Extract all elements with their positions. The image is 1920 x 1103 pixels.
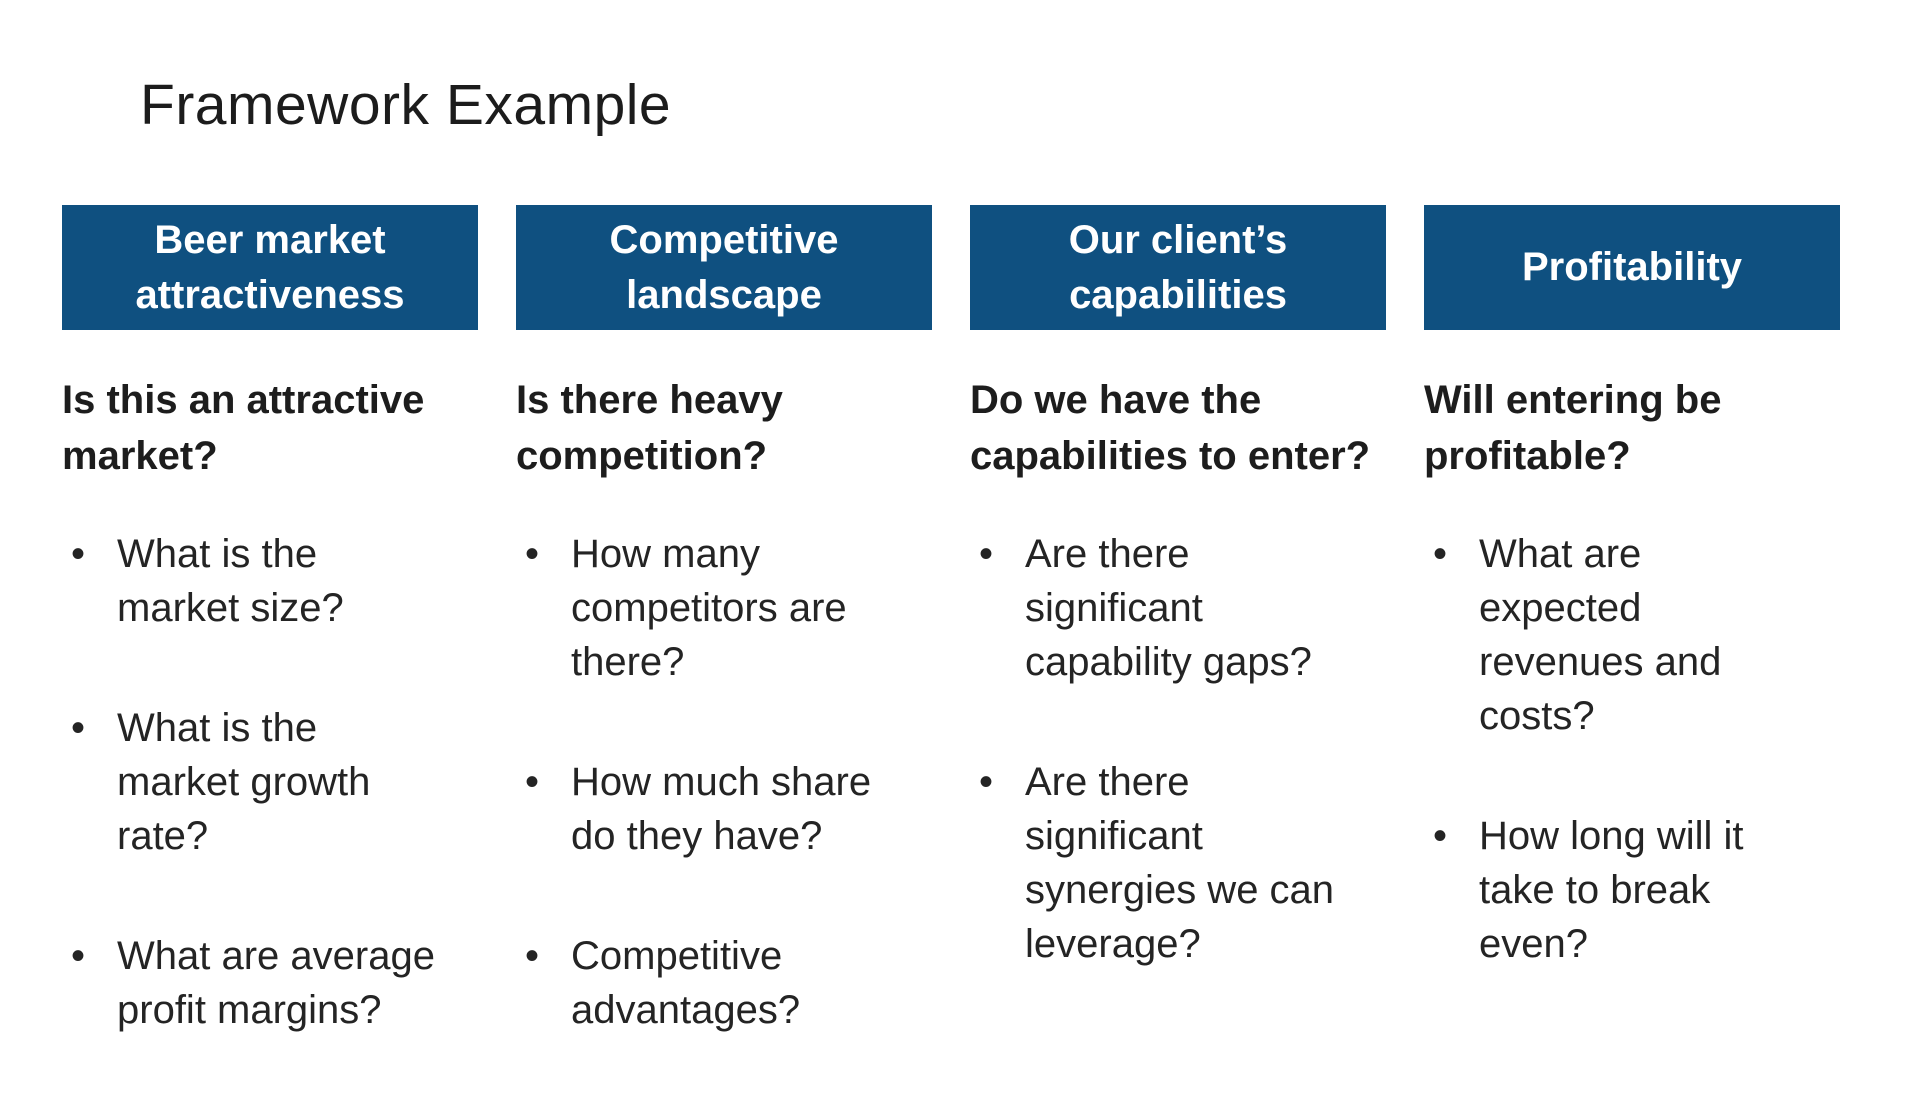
column-beer-market-attractiveness: Beer market attractiveness Is this an at… [62, 205, 478, 1103]
bullet-icon: • [1433, 814, 1448, 858]
column-profitability: Profitability Will entering be profitabl… [1424, 205, 1840, 1103]
bullet-icon: • [71, 706, 86, 750]
list-item: • How much share do they have? [516, 755, 932, 863]
column-client-capabilities: Our client’s capabilities Do we have the… [970, 205, 1386, 1103]
list-item: • What is the market growth rate? [62, 701, 478, 863]
page-title: Framework Example [140, 73, 672, 137]
list-item: • Are there significant synergies we can… [970, 755, 1386, 971]
column-header-label: Beer market attractiveness [135, 217, 405, 317]
bullet-list: • Are there significant capability gaps?… [970, 527, 1386, 971]
column-header-label: Profitability [1521, 245, 1743, 289]
column-competitive-landscape: Competitive landscape Is there heavy com… [516, 205, 932, 1103]
list-item: • Are there significant capability gaps? [970, 527, 1386, 689]
list-item: • Competitive advantages? [516, 929, 932, 1037]
column-header-box: Our client’s capabilities [970, 205, 1386, 330]
column-header-label: Our client’s capabilities [1068, 217, 1288, 317]
slide-canvas: Framework Example Beer market attractive… [62, 73, 1840, 1032]
bullet-list: • What are expected revenues and costs? … [1424, 527, 1840, 971]
bullet-icon: • [525, 760, 540, 804]
list-item: • What are expected revenues and costs? [1424, 527, 1840, 743]
bullet-text: What are average profit margins? [117, 934, 435, 1032]
bullet-icon: • [71, 934, 86, 978]
bullet-icon: • [525, 532, 540, 576]
bullet-text: Are there significant capability gaps? [1025, 532, 1312, 684]
column-header-box: Beer market attractiveness [62, 205, 478, 330]
bullet-text: What is the market growth rate? [117, 706, 371, 858]
bullet-icon: • [1433, 532, 1448, 576]
list-item: • How many competitors are there? [516, 527, 932, 689]
column-header-box: Competitive landscape [516, 205, 932, 330]
column-header-label: Competitive landscape [609, 217, 839, 317]
column-question: Is there heavy competition? [516, 378, 783, 478]
bullet-icon: • [525, 934, 540, 978]
bullet-text: What is the market size? [117, 532, 344, 630]
bullet-icon: • [979, 532, 994, 576]
bullet-text: How many competitors are there? [571, 532, 847, 684]
column-question: Is this an attractive market? [62, 378, 425, 478]
list-item: • How long will it take to break even? [1424, 809, 1840, 971]
list-item: • What are average profit margins? [62, 929, 478, 1037]
bullet-icon: • [979, 760, 994, 804]
bullet-text: Competitive advantages? [571, 934, 801, 1032]
column-header-box: Profitability [1424, 205, 1840, 330]
column-question: Will entering be profitable? [1424, 378, 1722, 478]
framework-columns: Beer market attractiveness Is this an at… [62, 205, 1840, 1103]
bullet-icon: • [71, 532, 86, 576]
bullet-text: Are there significant synergies we can l… [1025, 760, 1335, 966]
bullet-text: How much share do they have? [571, 760, 872, 858]
bullet-text: How long will it take to break even? [1479, 814, 1744, 966]
bullet-text: What are expected revenues and costs? [1479, 532, 1722, 738]
column-question: Do we have the capabilities to enter? [970, 378, 1371, 478]
bullet-list: • What is the market size? • What is the… [62, 527, 478, 1037]
bullet-list: • How many competitors are there? • How … [516, 527, 932, 1037]
list-item: • What is the market size? [62, 527, 478, 635]
